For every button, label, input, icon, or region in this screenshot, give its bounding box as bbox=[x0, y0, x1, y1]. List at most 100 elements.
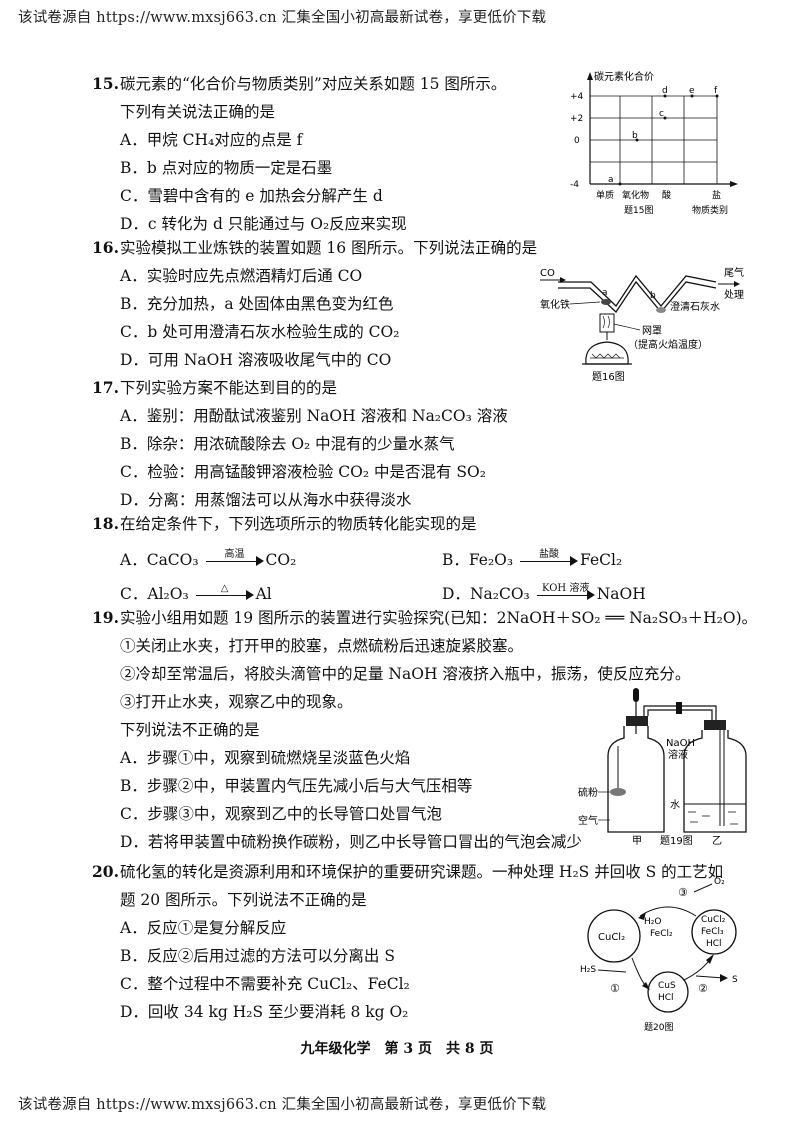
reactant: Fe₂O₃ bbox=[468, 551, 514, 569]
question-stem: 在给定条件下，下列选项所示的物质转化能实现的是 bbox=[120, 515, 477, 533]
question-stem: 实验模拟工业炼铁的装置如题 16 图所示。下列说法正确的是 bbox=[120, 239, 538, 257]
figure-20: CuCl₂ CuCl₂ FeCl₃ HCl CuS HCl H₂S ① S ② … bbox=[574, 874, 754, 1038]
figure-16: CO 尾气 处理 a b 氧化铁 澄清石灰水 网罩 （提高火焰温度） 题16图 bbox=[536, 264, 756, 386]
figure-caption: 题20图 bbox=[644, 1022, 673, 1033]
option-b: B．步骤②中，甲装置内气压先减小后与大气压相等 bbox=[120, 777, 473, 795]
question-number: 19. bbox=[92, 608, 119, 627]
point-b-label: b bbox=[650, 291, 656, 301]
figure-caption: 题19图 bbox=[660, 835, 693, 846]
question-subtitle: 下列说法不正确的是 bbox=[120, 721, 260, 739]
option-b: B．反应②后用过滤的方法可以分离出 S bbox=[120, 947, 395, 965]
sulfur-label: 硫粉 bbox=[578, 786, 598, 799]
point-c-label: c bbox=[659, 109, 664, 119]
reaction-arrow: 高温 bbox=[205, 549, 264, 569]
question-number: 20. bbox=[92, 862, 119, 881]
step-2: ②冷却至常温后，将胶头滴管中的足量 NaOH 溶液挤入瓶中，振荡，使反应充分。 bbox=[120, 665, 691, 683]
jar-yi-label: 乙 bbox=[712, 835, 722, 846]
x-tick-salt: 盐 bbox=[712, 189, 721, 201]
product: CO₂ bbox=[265, 551, 297, 569]
option-a: A．鉴别：用酚酞试液鉴别 NaOH 溶液和 Na₂CO₃ 溶液 bbox=[120, 407, 508, 425]
option-d: D．分离：用蒸馏法可以从海水中获得淡水 bbox=[120, 491, 412, 509]
question-15: 15.碳元素的“化合价与物质类别”对应关系如题 15 图所示。 下列有关说法正确… bbox=[92, 70, 506, 238]
option-b: B．b 点对应的物质一定是石墨 bbox=[120, 159, 333, 177]
net-label-2: （提高火焰温度） bbox=[628, 338, 708, 351]
figure-19: 硫粉 空气 NaOH 溶液 水 甲 题19图 乙 bbox=[578, 686, 758, 850]
svg-text:FeCl₃: FeCl₃ bbox=[701, 927, 724, 937]
question-stem: 碳元素的“化合价与物质类别”对应关系如题 15 图所示。 bbox=[120, 75, 507, 93]
fecl2-label: FeCl₂ bbox=[650, 929, 673, 939]
question-16: 16.实验模拟工业炼铁的装置如题 16 图所示。下列说法正确的是 A．实验时应先… bbox=[92, 234, 537, 374]
question-20: 20.硫化氢的转化是资源利用和环境保护的重要研究课题。一种处理 H₂S 并回收 … bbox=[92, 858, 723, 1026]
step-3: ③打开止水夹，观察乙中的现象。 bbox=[120, 693, 353, 711]
step-1-label: ① bbox=[610, 982, 620, 995]
tail-gas-label: 尾气 bbox=[724, 266, 744, 279]
reaction-arrow: KOH 溶液 bbox=[536, 583, 595, 603]
option-b: B．除杂：用浓硫酸除去 O₂ 中混有的少量水蒸气 bbox=[120, 435, 455, 453]
water-label: 水 bbox=[670, 799, 680, 811]
y-tick-2: +2 bbox=[570, 114, 583, 124]
point-f-label: f bbox=[714, 86, 718, 96]
o2-label: O₂ bbox=[714, 877, 725, 887]
product: NaOH bbox=[596, 585, 646, 603]
question-19: 19.实验小组用如题 19 图所示的装置进行实验探究(已知：2NaOH＋SO₂ … bbox=[92, 604, 757, 856]
point-a-label: a bbox=[602, 288, 608, 298]
jar-jia-label: 甲 bbox=[632, 836, 642, 846]
question-number: 16. bbox=[92, 238, 119, 257]
option-c: C．雪碧中含有的 e 加热会分解产生 d bbox=[120, 187, 383, 205]
x-tick-oxide: 氧化物 bbox=[622, 189, 649, 201]
figure-caption: 题15图 bbox=[624, 205, 653, 216]
svg-text:CuCl₂: CuCl₂ bbox=[701, 915, 726, 925]
question-subtitle: 下列有关说法正确的是 bbox=[120, 103, 276, 121]
point-a-label: a bbox=[608, 175, 614, 185]
reactant: Na₂CO₃ bbox=[469, 585, 530, 603]
page-footer: 该试卷源自 https://www.mxsj663.cn 汇集全国小初高最新试卷… bbox=[18, 1097, 547, 1113]
y-tick-neg4: -4 bbox=[570, 180, 579, 190]
y-axis-label: 碳元素化合价 bbox=[594, 70, 654, 83]
iron-oxide-label: 氧化铁 bbox=[540, 298, 570, 311]
x-tick-element: 单质 bbox=[596, 189, 614, 201]
point-d-label: d bbox=[662, 86, 668, 96]
x-tick-acid: 酸 bbox=[662, 190, 671, 201]
limewater-label: 澄清石灰水 bbox=[670, 300, 720, 313]
option-d: D．若将甲装置中硫粉换作碳粉，则乙中长导管口冒出的气泡会减少 bbox=[120, 833, 582, 851]
point-b-label: b bbox=[632, 131, 638, 141]
reactant: CaCO₃ bbox=[146, 551, 199, 569]
reaction-arrow: △ bbox=[195, 583, 254, 603]
product: Al bbox=[255, 585, 272, 603]
option-d: D．可用 NaOH 溶液吸收尾气中的 CO bbox=[120, 351, 392, 369]
option-a: A．甲烷 CH₄对应的点是 f bbox=[120, 131, 303, 149]
net-label: 网罩 bbox=[642, 325, 662, 337]
h2o-label: H₂O bbox=[644, 917, 661, 927]
option-a: A．步骤①中，观察到硫燃烧呈淡蓝色火焰 bbox=[120, 749, 411, 767]
naoh-label-2: 溶液 bbox=[668, 748, 688, 761]
option-a: A．实验时应先点燃酒精灯后通 CO bbox=[120, 267, 363, 285]
option-d: D．c 转化为 d 只能通过与 O₂反应来实现 bbox=[120, 215, 407, 233]
step-1: ①关闭止水夹，打开甲的胶塞，点燃硫粉后迅速旋紧胶塞。 bbox=[120, 637, 524, 655]
question-stem: 硫化氢的转化是资源利用和环境保护的重要研究课题。一种处理 H₂S 并回收 S 的… bbox=[120, 863, 724, 881]
question-number: 15. bbox=[92, 74, 119, 93]
x-axis-label: 物质类别 bbox=[692, 204, 728, 216]
tail-gas-label-2: 处理 bbox=[724, 289, 744, 301]
svg-text:HCl: HCl bbox=[706, 939, 722, 949]
option-c: C．Al₂O₃ △Al bbox=[120, 583, 272, 603]
option-c: C．检验：用高锰酸钾溶液检验 CO₂ 中是否混有 SO₂ bbox=[120, 463, 486, 481]
h2s-label: H₂S bbox=[580, 965, 596, 975]
figure-caption: 题16图 bbox=[592, 371, 625, 382]
reaction-arrow: 盐酸 bbox=[520, 549, 579, 569]
option-c: C．整个过程中不需要补充 CuCl₂、FeCl₂ bbox=[120, 975, 410, 993]
page-header: 该试卷源自 https://www.mxsj663.cn 汇集全国小初高最新试卷… bbox=[18, 10, 547, 26]
naoh-label: NaOH bbox=[666, 738, 695, 749]
cucl2-label: CuCl₂ bbox=[598, 932, 625, 943]
co-label: CO bbox=[540, 268, 555, 279]
question-17: 17.下列实验方案不能达到目的的是 A．鉴别：用酚酞试液鉴别 NaOH 溶液和 … bbox=[92, 374, 508, 514]
point-e-label: e bbox=[689, 86, 695, 96]
option-c: C．步骤③中，观察到乙中的长导管口处冒气泡 bbox=[120, 805, 442, 823]
question-number: 18. bbox=[92, 514, 119, 533]
step-2-label: ② bbox=[698, 982, 708, 995]
page-number: 九年级化学 第 3 页 共 8 页 bbox=[300, 1041, 494, 1057]
option-d: D．回收 34 kg H₂S 至少要消耗 8 kg O₂ bbox=[120, 1003, 409, 1021]
